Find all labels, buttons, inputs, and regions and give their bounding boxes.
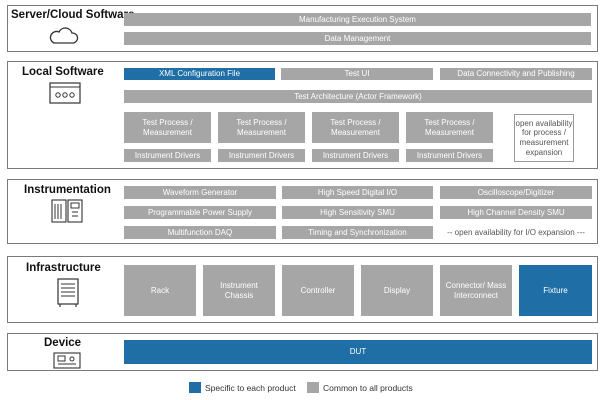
legend-specific-label: Specific to each product <box>205 383 296 393</box>
instrument-chassis-box: Instrument Chassis <box>203 265 275 316</box>
device-panel: Device DUT <box>7 333 598 371</box>
controller-box: Controller <box>282 265 354 316</box>
server-cloud-title: Server/Cloud Software <box>11 9 135 21</box>
infrastructure-panel: Infrastructure Rack Instrument Chassis C… <box>7 256 598 323</box>
test-ui-box: Test UI <box>281 68 433 80</box>
oscilloscope-box: Oscilloscope/Digitizer <box>440 186 592 199</box>
io-expansion-note: -- open availability for I/O expansion -… <box>447 227 585 237</box>
legend-specific-swatch <box>189 382 201 393</box>
high-speed-digital-box: High Speed Digital I/O <box>282 186 433 199</box>
data-connectivity-box: Data Connectivity and Publishing <box>440 68 592 80</box>
high-sensitivity-smu-box: High Sensitivity SMU <box>282 206 433 219</box>
fixture-box: Fixture <box>519 265 592 316</box>
test-process-box: Test Process / Measurement <box>218 112 305 143</box>
instrument-drivers-box: Instrument Drivers <box>218 149 305 162</box>
instrument-rack-icon <box>51 199 83 223</box>
instrument-drivers-box: Instrument Drivers <box>406 149 493 162</box>
local-software-title: Local Software <box>22 66 104 78</box>
test-process-box: Test Process / Measurement <box>124 112 211 143</box>
display-box: Display <box>361 265 433 316</box>
instrument-drivers-box: Instrument Drivers <box>312 149 399 162</box>
legend-common-label: Common to all products <box>323 383 413 393</box>
mes-box: Manufacturing Execution System <box>124 13 591 26</box>
computer-window-icon <box>49 82 81 104</box>
local-software-panel: Local Software XML Configuration File Te… <box>7 61 598 169</box>
device-title: Device <box>44 337 82 349</box>
data-management-box: Data Management <box>124 32 591 45</box>
power-supply-box: Programmable Power Supply <box>124 206 276 219</box>
instrumentation-panel: Instrumentation Waveform Generator High … <box>7 179 598 244</box>
test-process-box: Test Process / Measurement <box>406 112 493 143</box>
rack-box: Rack <box>124 265 196 316</box>
high-channel-density-smu-box: High Channel Density SMU <box>440 206 592 219</box>
dut-box: DUT <box>124 340 592 364</box>
server-cloud-panel: Server/Cloud Software Manufacturing Exec… <box>7 5 598 52</box>
instrumentation-title: Instrumentation <box>24 184 111 196</box>
instrument-drivers-box: Instrument Drivers <box>124 149 211 162</box>
legend-common-swatch <box>307 382 319 393</box>
xml-configuration-box: XML Configuration File <box>124 68 275 80</box>
circuit-board-icon <box>53 352 81 369</box>
test-process-box: Test Process / Measurement <box>312 112 399 143</box>
infrastructure-title: Infrastructure <box>26 262 101 274</box>
cloud-icon <box>49 27 79 44</box>
multifunction-daq-box: Multifunction DAQ <box>124 226 276 239</box>
timing-sync-box: Timing and Synchronization <box>282 226 433 239</box>
waveform-generator-box: Waveform Generator <box>124 186 276 199</box>
connector-box: Connector/ Mass Interconnect <box>440 265 512 316</box>
process-expansion-note: open availability for process / measurem… <box>514 114 574 162</box>
rack-cabinet-icon <box>57 278 79 307</box>
test-architecture-box: Test Architecture (Actor Framework) <box>124 90 592 103</box>
